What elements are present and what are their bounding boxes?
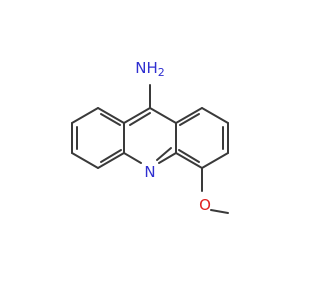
bond-n-c10a xyxy=(158,152,177,164)
bond-c8-c7 xyxy=(201,107,229,124)
double-bond-c10a-n xyxy=(156,147,172,161)
bond-c8a-c8 xyxy=(175,107,203,124)
bond-layer xyxy=(71,84,229,214)
bond-c4-c4a xyxy=(97,152,125,169)
double-bond-c9-c9a xyxy=(129,112,151,126)
methoxy-oxygen-label: O xyxy=(199,196,211,214)
amine-subscript-text: 2 xyxy=(158,66,165,79)
bond-c3-c4 xyxy=(71,152,99,169)
bond-c5-c10a xyxy=(175,152,203,169)
double-bond-c5-c10a xyxy=(178,149,200,163)
atom-label-layer: NH2 N O xyxy=(135,59,211,214)
ring-nitrogen-label: N xyxy=(144,163,155,181)
bond-c4a-n xyxy=(123,152,142,164)
double-bond-c4-c4a xyxy=(100,149,122,163)
molecule-canvas: NH2 N O xyxy=(71,59,229,214)
bond-c9-c8a xyxy=(149,107,177,124)
bond-c9-c9a xyxy=(123,107,151,124)
bond-o-methyl xyxy=(210,209,229,214)
bond-c9a-c1 xyxy=(97,107,125,124)
double-bond-c8-c8a xyxy=(179,113,200,126)
amine-nh-text: NH xyxy=(135,59,158,77)
double-bond-c1-c9a xyxy=(100,113,121,126)
acridine-structure: NH2 N O xyxy=(71,59,229,214)
bond-c1-c2 xyxy=(71,107,99,124)
amine-label: NH2 xyxy=(135,59,165,79)
bond-c6-c5 xyxy=(201,152,229,169)
